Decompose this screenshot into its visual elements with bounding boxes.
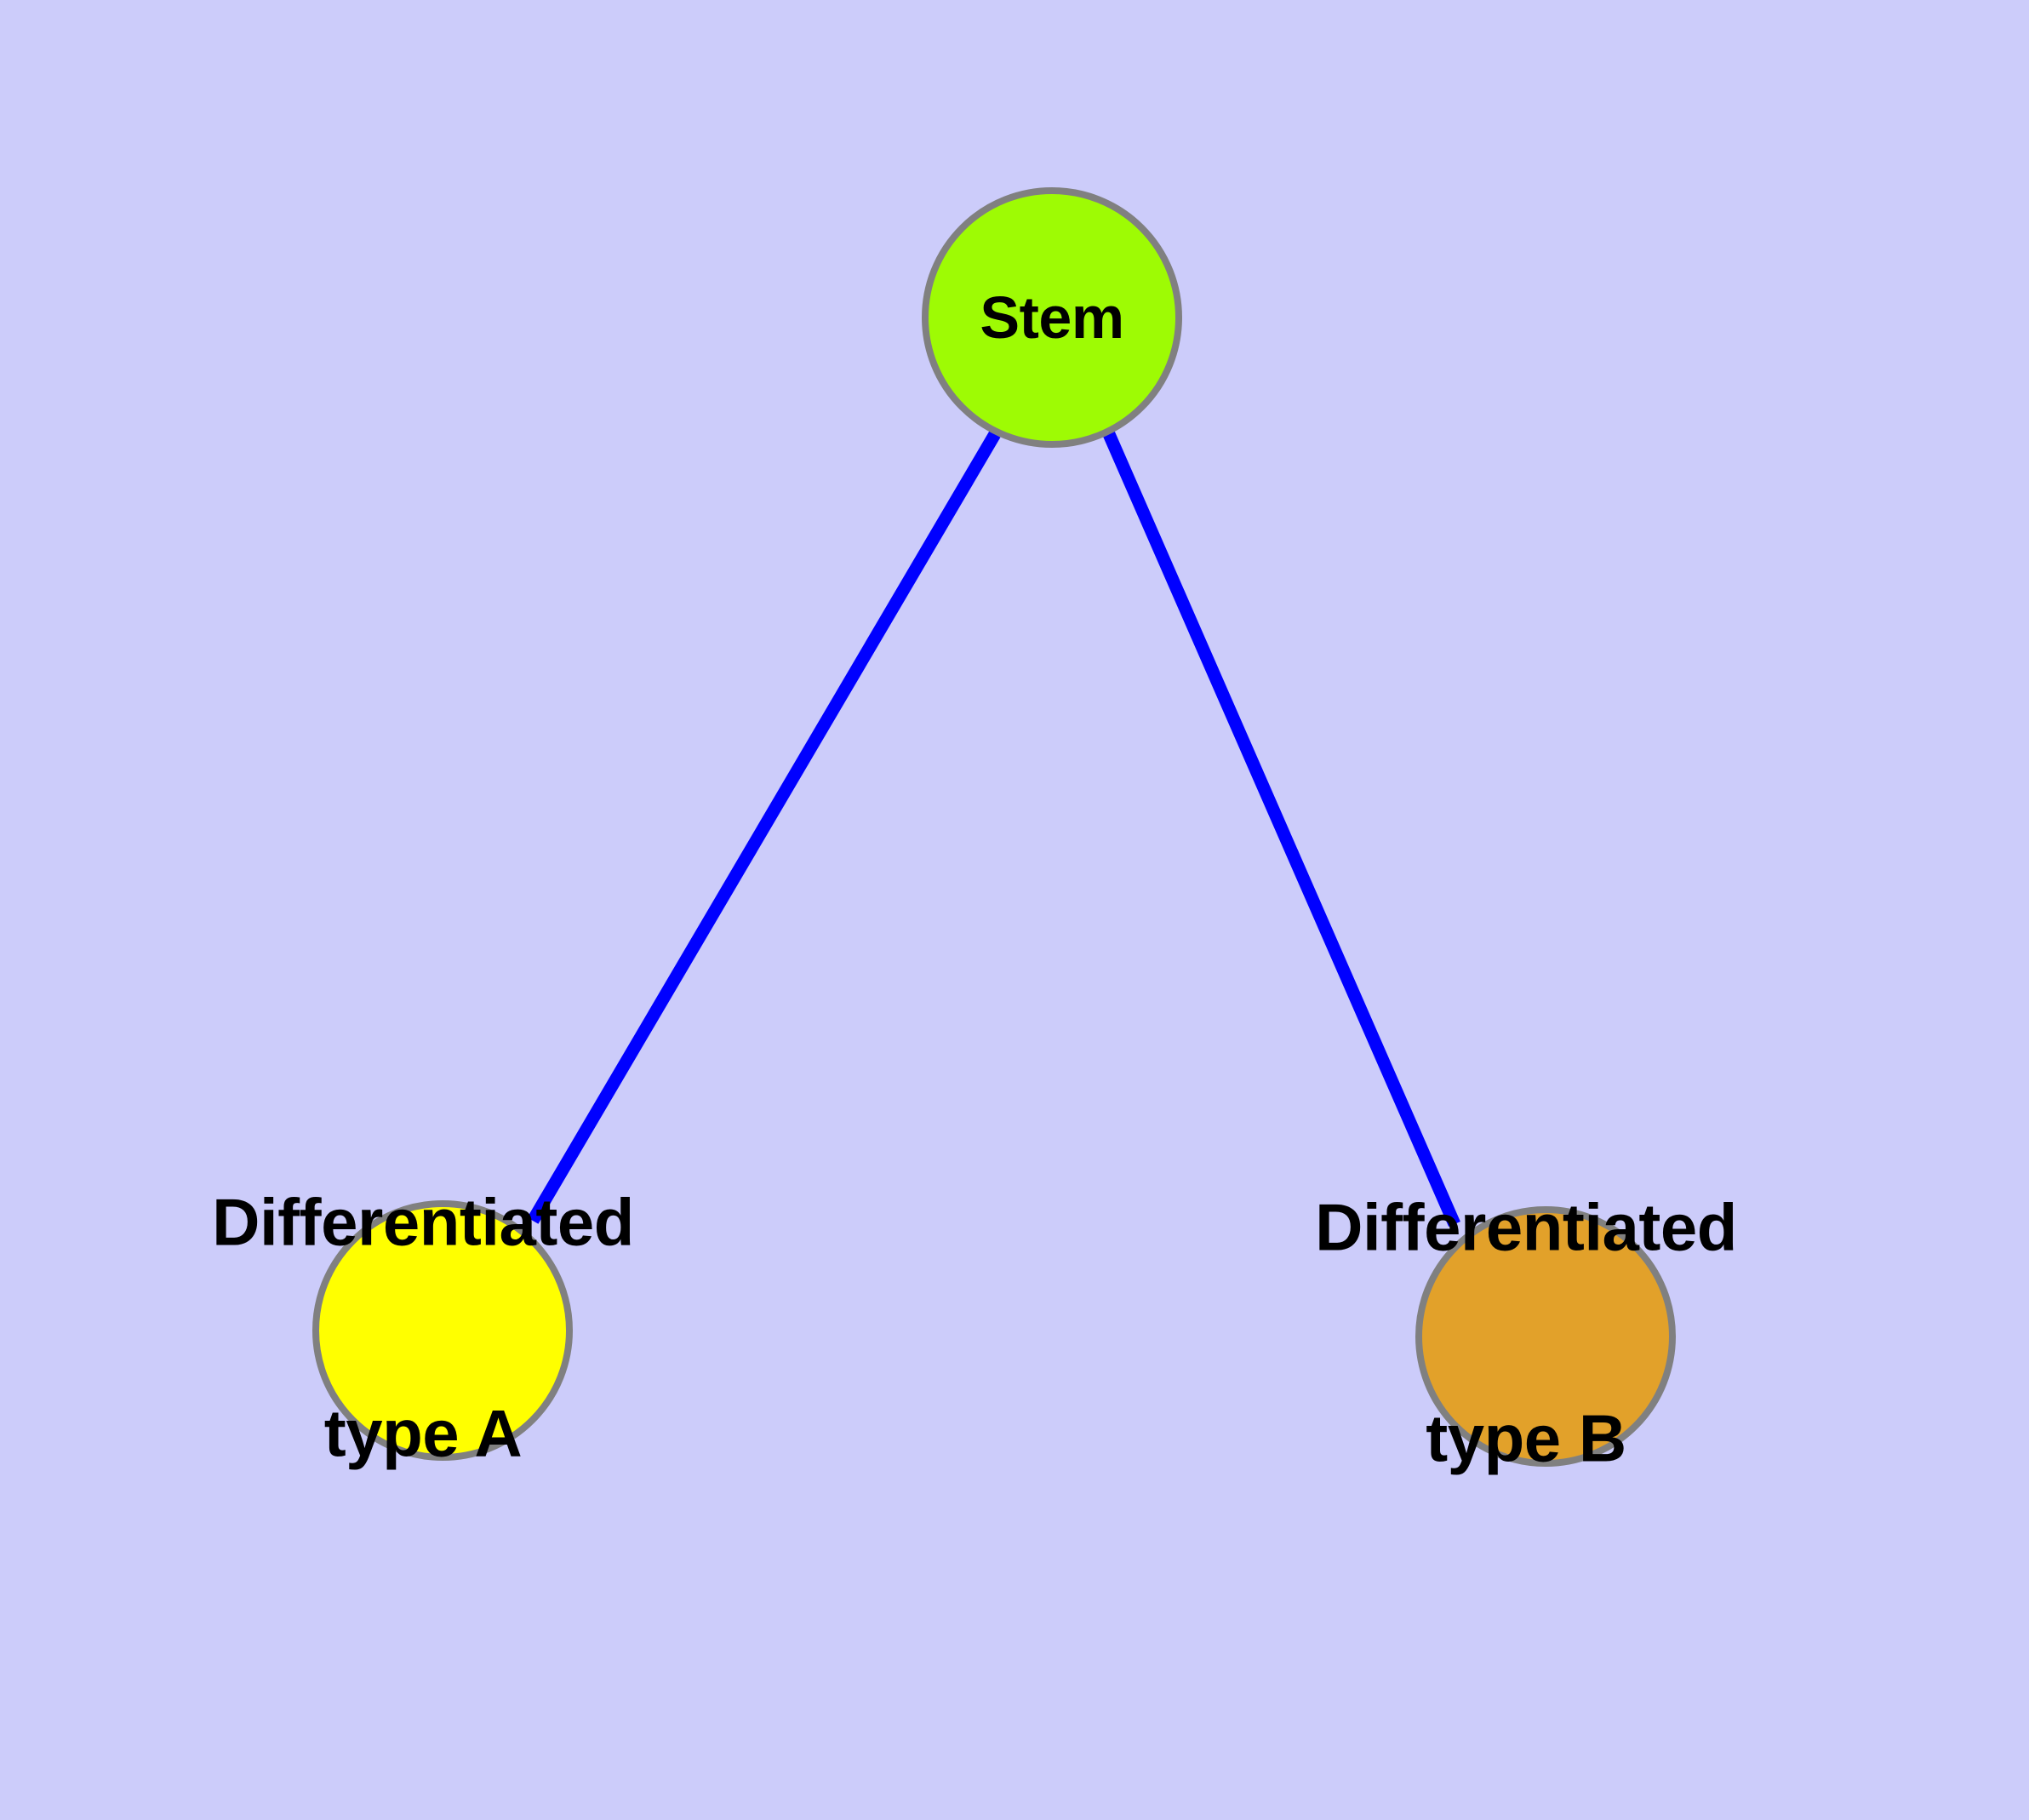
- node-diff-a-circle[interactable]: [312, 1200, 573, 1461]
- node-diff-b-circle[interactable]: [1415, 1206, 1676, 1467]
- edge-layer: [527, 431, 1460, 1228]
- node-layer: [312, 187, 1676, 1467]
- edge-stem-to-diff-b[interactable]: [1103, 431, 1460, 1228]
- edge-stem-to-diff-a[interactable]: [527, 431, 1001, 1224]
- node-stem-circle[interactable]: [922, 187, 1182, 448]
